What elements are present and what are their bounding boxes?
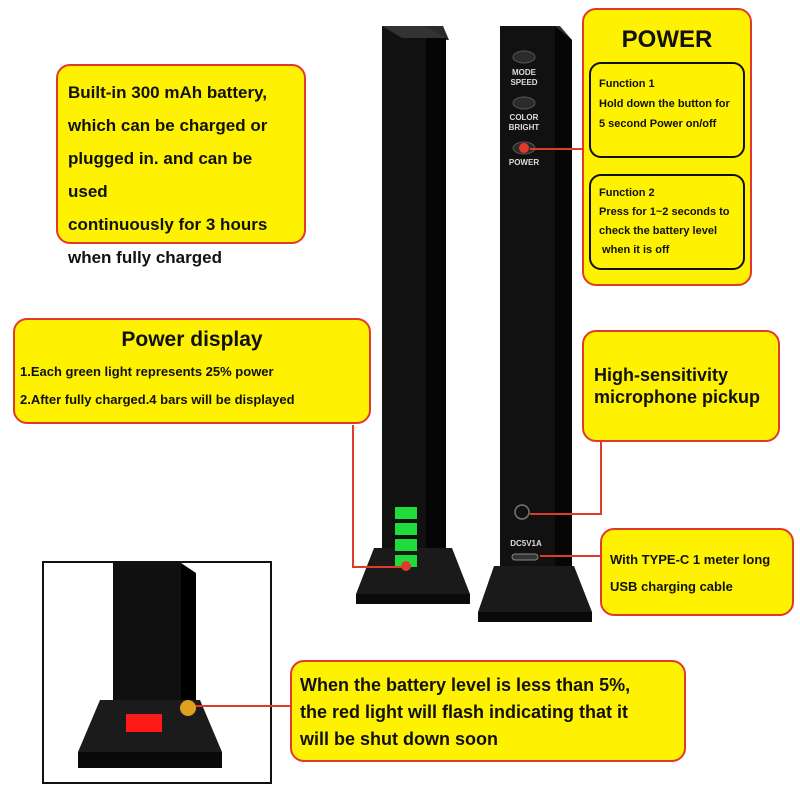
connector-line [530, 513, 602, 515]
connector-line [600, 440, 602, 514]
battery-bar-2 [395, 539, 417, 551]
low-battery-red-light [126, 714, 162, 732]
connector-dot [401, 561, 411, 571]
function2-title: Function 2 [599, 187, 655, 199]
power-callout: POWER Function 1 Hold down the button fo… [582, 8, 752, 286]
low-battery-line: will be shut down soon [300, 729, 498, 749]
battery-bar-3 [395, 523, 417, 535]
low-battery-line: When the battery level is less than 5%, [300, 675, 631, 695]
power-display-line: 1.Each green light represents 25% power [20, 364, 274, 379]
function1-line: 5 second Power on/off [599, 118, 717, 130]
typec-callout: With TYPE-C 1 meter long USB charging ca… [600, 528, 794, 616]
power-display-callout: Power display 1.Each green light represe… [13, 318, 371, 424]
typec-line: With TYPE-C 1 meter long [610, 552, 771, 567]
low-battery-callout: When the battery level is less than 5%, … [290, 660, 686, 762]
low-battery-inset [42, 561, 272, 784]
microphone-line: microphone pickup [594, 387, 761, 407]
low-battery-line: the red light will flash indicating that… [300, 702, 629, 722]
color-bright-button[interactable] [512, 96, 536, 110]
power-label: POWER [508, 158, 540, 167]
typec-port [511, 553, 539, 561]
typec-line: USB charging cable [610, 579, 733, 594]
function1-box: Function 1 Hold down the button for 5 se… [589, 62, 745, 158]
power-display-title: Power display [121, 328, 263, 351]
power-title: POWER [621, 26, 713, 53]
function2-box: Function 2 Press for 1~2 seconds to chec… [589, 174, 745, 270]
battery-line: Built-in 300 mAh battery, [68, 83, 267, 102]
battery-bar-4 [395, 507, 417, 519]
microphone-line: High-sensitivity [594, 365, 729, 385]
function1-line: Hold down the button for [599, 98, 730, 110]
function2-line: check the battery level [599, 225, 718, 237]
microphone-icon [514, 504, 530, 520]
function2-line: when it is off [599, 244, 670, 256]
battery-line: plugged in. and can be used [68, 149, 253, 201]
port-label: DC5V1A [510, 539, 542, 548]
function1-title: Function 1 [599, 78, 655, 90]
connector-dot [180, 700, 196, 716]
connector-line [352, 566, 407, 568]
connector-line [190, 705, 290, 707]
power-display-line: 2.After fully charged.4 bars will be dis… [20, 392, 295, 407]
microphone-callout: High-sensitivity microphone pickup [582, 330, 780, 442]
battery-line: continuously for 3 hours [68, 215, 268, 234]
mode-speed-button[interactable] [512, 50, 536, 64]
battery-line: which can be charged or [68, 116, 268, 135]
connector-line [530, 148, 582, 150]
left-tower [356, 26, 470, 604]
connector-dot [519, 143, 529, 153]
connector-line [540, 555, 602, 557]
connector-line [352, 425, 354, 567]
right-tower [478, 26, 592, 622]
function2-line: Press for 1~2 seconds to [599, 206, 730, 218]
battery-line: when fully charged [68, 248, 222, 267]
battery-callout: Built-in 300 mAh battery, which can be c… [56, 64, 306, 267]
